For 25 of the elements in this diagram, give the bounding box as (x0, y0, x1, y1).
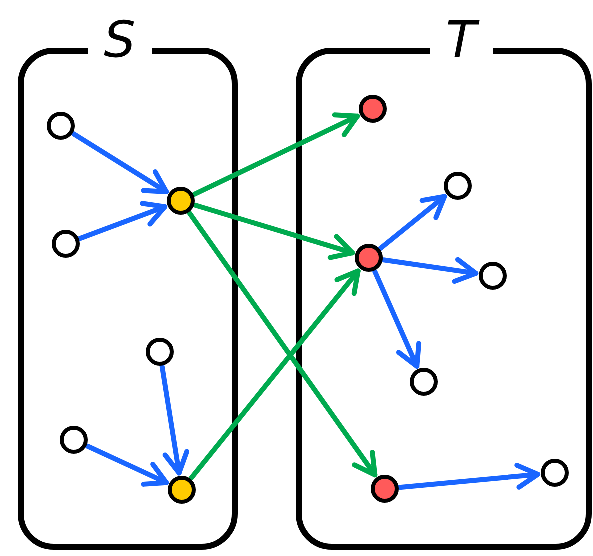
arrow (85, 444, 170, 487)
arrow (397, 463, 541, 490)
arrow (192, 202, 356, 260)
circle-node (355, 244, 383, 272)
arrow (372, 269, 422, 369)
arrow (78, 201, 168, 242)
circle-node (168, 476, 196, 504)
arrow (192, 112, 360, 198)
circle-node (167, 187, 195, 215)
arrow (188, 268, 361, 481)
circle-node (410, 368, 438, 396)
circle-node (479, 262, 507, 290)
circle-node (52, 230, 80, 258)
arrow (187, 210, 378, 478)
circle-node (47, 112, 75, 140)
circle-node (541, 459, 569, 487)
circle-node (371, 475, 399, 503)
circle-node (146, 338, 174, 366)
arrow (378, 194, 448, 252)
arrow (381, 257, 479, 284)
circle-node (60, 426, 88, 454)
circle-node (444, 172, 472, 200)
arrow (160, 364, 190, 476)
circle-node (359, 95, 387, 123)
arrow (71, 131, 170, 194)
